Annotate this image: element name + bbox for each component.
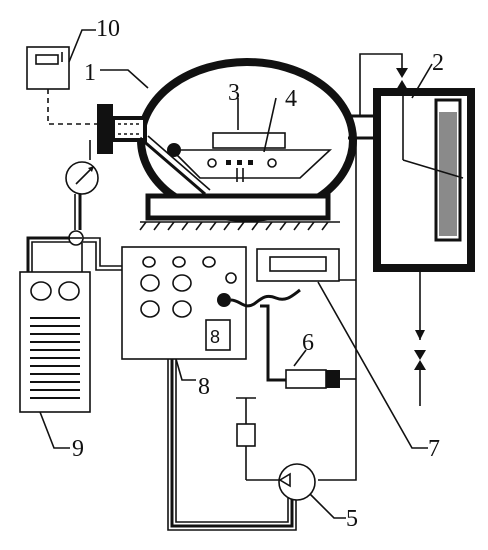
pressure-gauge: [65, 140, 99, 246]
display-unit-7: [256, 248, 340, 282]
unit-9: [19, 236, 91, 413]
inlet-valve: [359, 53, 408, 116]
label-5: 5: [346, 506, 358, 532]
return-line: [318, 138, 357, 481]
label-2: 2: [432, 50, 444, 76]
left-flange: [97, 104, 147, 154]
label-3: 3: [228, 80, 240, 106]
controller-8: 8: [121, 246, 247, 360]
cable-controller-pump: [167, 359, 297, 531]
wire-gauge-controller: [83, 237, 122, 267]
outlet-valve: [414, 268, 426, 406]
label-10: 10: [96, 16, 120, 42]
heating-stage-4: [170, 149, 333, 182]
pump-5: [236, 397, 316, 501]
label-7: 7: [428, 436, 440, 462]
label-4: 4: [285, 86, 297, 112]
thermocouple-probe: [139, 135, 211, 196]
sample-3: [212, 132, 286, 149]
vessel-2: [373, 88, 475, 272]
panel-digit: 8: [210, 327, 220, 347]
label-6: 6: [302, 330, 314, 356]
label-1: 1: [84, 60, 96, 86]
cable-controller-display: [230, 288, 301, 308]
label-8: 8: [198, 374, 210, 400]
display-box-10: [26, 29, 96, 90]
sensor-6: [260, 304, 356, 389]
label-9: 9: [72, 436, 84, 462]
